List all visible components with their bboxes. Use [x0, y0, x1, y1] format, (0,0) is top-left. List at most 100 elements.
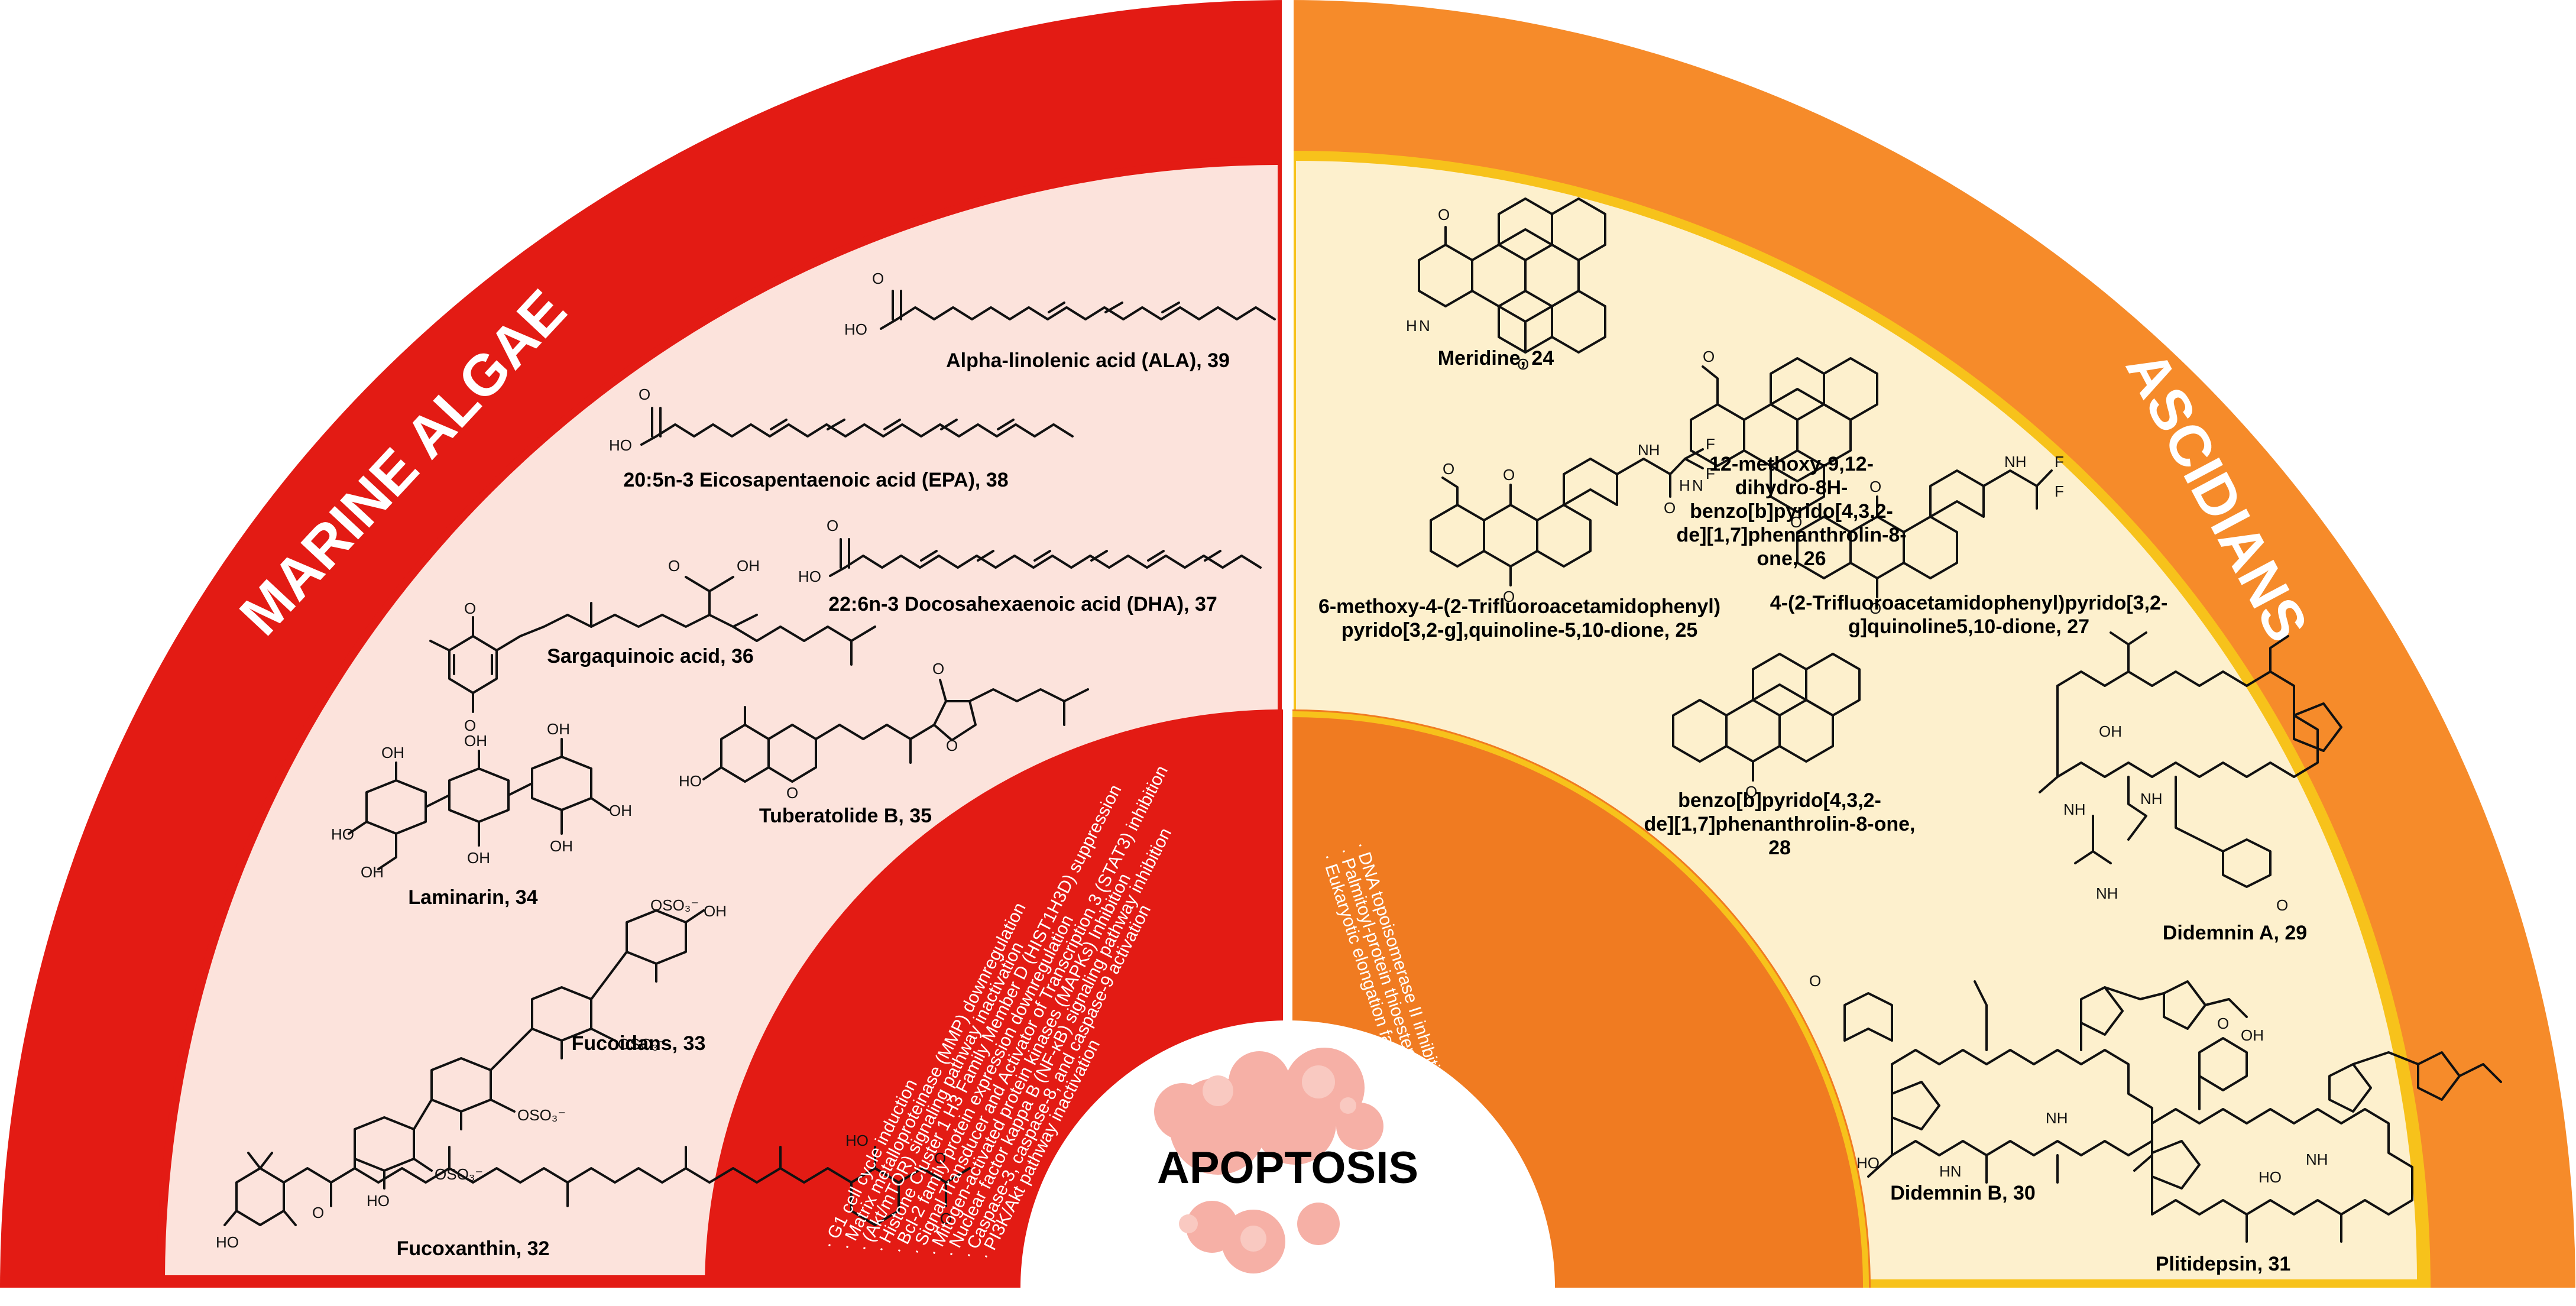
structure-compound-25: O O O NH O F F — [1430, 435, 1715, 605]
svg-text:O: O — [1443, 460, 1454, 478]
svg-text:HO: HO — [609, 436, 632, 454]
svg-text:OH: OH — [2241, 1026, 2264, 1044]
label-dha: 22:6n-3 Docosahexaenoic acid (DHA), 37 — [828, 593, 1217, 615]
svg-text:HN: HN — [1939, 1162, 1962, 1180]
svg-text:O: O — [1517, 355, 1529, 373]
structure-meridine: O H N O — [1406, 197, 1606, 373]
svg-text:OH: OH — [467, 849, 490, 867]
svg-text:OSO₃⁻: OSO₃⁻ — [517, 1106, 566, 1124]
svg-text:OH: OH — [704, 902, 727, 920]
label-fucoidans: Fucoidans, 33 — [571, 1032, 706, 1055]
label-plitidepsin: Plitidepsin, 31 — [2155, 1253, 2291, 1275]
label-tuberatolide-b: Tuberatolide B, 35 — [759, 805, 932, 827]
svg-text:O: O — [464, 717, 476, 734]
svg-text:O: O — [312, 1204, 324, 1221]
svg-text:O: O — [934, 1149, 946, 1167]
svg-text:OH: OH — [381, 744, 404, 761]
svg-text:N: N — [1692, 477, 1703, 494]
label-didemnin-b: Didemnin B, 30 — [1890, 1182, 2036, 1204]
apoptosis-title: APOPTOSIS — [1157, 1143, 1418, 1193]
label-didemnin-a: Didemnin A, 29 — [2162, 922, 2308, 944]
svg-text:HO: HO — [798, 568, 821, 585]
svg-text:F: F — [2055, 482, 2064, 500]
svg-text:NH: NH — [2096, 884, 2118, 902]
structure-didemnin-b: O HO HN OH NH — [1809, 972, 2264, 1184]
structure-didemnin-a: OH NH NH NH O — [2039, 631, 2342, 914]
svg-text:HO: HO — [216, 1233, 239, 1251]
svg-text:OH: OH — [464, 732, 487, 750]
structure-sargaquinoic-acid: O O OH O — [429, 557, 876, 734]
svg-text:O: O — [2276, 896, 2288, 914]
svg-text:OSO₃⁻: OSO₃⁻ — [618, 1035, 666, 1053]
apoptotic-cell-icon — [1154, 1048, 1383, 1273]
label-compound-27: 4-(2-Trifluoroacetamidophenyl)pyrido[3,2… — [1770, 592, 2168, 639]
svg-text:NH: NH — [2046, 1109, 2068, 1127]
svg-text:O: O — [1703, 348, 1715, 365]
label-fucoxanthin: Fucoxanthin, 32 — [396, 1237, 550, 1260]
structure-laminarin: HO OH OH OH OH OH OH OH — [331, 720, 632, 881]
svg-text:HO: HO — [679, 772, 702, 790]
svg-text:H: H — [1406, 317, 1417, 335]
label-compound-26: 12-methoxy-9,12- dihydro-8H- benzo[b]pyr… — [1676, 453, 1907, 571]
svg-text:O: O — [639, 385, 650, 403]
svg-text:O: O — [1809, 972, 1821, 990]
svg-text:O: O — [1503, 466, 1515, 484]
structure-fucoidans: OSO₃⁻ OH OSO₃⁻ OSO₃⁻ OSO₃⁻ HO — [354, 896, 727, 1210]
svg-text:HO: HO — [331, 825, 354, 843]
svg-text:NH: NH — [2063, 801, 2086, 818]
svg-text:O: O — [872, 270, 884, 287]
svg-text:F: F — [2055, 453, 2064, 471]
structure-compound-27: O O NH F F — [1796, 453, 2064, 617]
svg-text:OH: OH — [361, 863, 384, 881]
svg-text:OSO₃⁻: OSO₃⁻ — [650, 896, 699, 914]
svg-text:OH: OH — [2099, 722, 2122, 740]
svg-text:O: O — [1869, 599, 1881, 617]
svg-text:O: O — [946, 737, 958, 754]
svg-text:HO: HO — [844, 320, 867, 338]
svg-text:HO: HO — [2259, 1168, 2282, 1186]
structure-compound-26: O H N O — [1679, 348, 1878, 531]
label-epa: 20:5n-3 Eicosapentaenoic acid (EPA), 38 — [623, 469, 1009, 491]
svg-text:HO: HO — [367, 1192, 390, 1210]
svg-text:HO: HO — [845, 1132, 869, 1149]
svg-text:OH: OH — [737, 557, 760, 575]
svg-text:O: O — [2217, 1015, 2229, 1032]
svg-text:F: F — [1706, 465, 1715, 482]
svg-text:OH: OH — [550, 837, 573, 855]
label-alpha-linolenic-acid: Alpha-linolenic acid (ALA), 39 — [946, 349, 1230, 372]
svg-text:O: O — [1790, 513, 1802, 531]
svg-text:N: N — [1419, 317, 1430, 335]
structure-plitidepsin: O NH HO — [2133, 1015, 2502, 1243]
svg-text:NH: NH — [2306, 1151, 2328, 1168]
label-laminarin: Laminarin, 34 — [408, 886, 538, 909]
structure-tuberatolide-b: HO O O O — [679, 660, 1089, 802]
structure-fucoxanthin: HO O HO O O — [216, 1132, 971, 1251]
label-meridine: Meridine, 24 — [1437, 347, 1554, 370]
svg-text:NH: NH — [2004, 453, 2027, 471]
svg-text:O: O — [1503, 588, 1515, 605]
label-sargaquinoic-acid: Sargaquinoic acid, 36 — [547, 645, 754, 667]
svg-text:HO: HO — [1856, 1154, 1880, 1172]
label-compound-28: benzo[b]pyrido[4,3,2- de][1,7]phenanthro… — [1644, 789, 1916, 860]
structure-compound-28: O — [1672, 653, 1861, 801]
svg-text:O: O — [1745, 783, 1757, 801]
svg-text:O: O — [1869, 478, 1881, 495]
structure-dha: O HO — [798, 517, 1262, 585]
label-compound-25: 6-methoxy-4-(2-Trifluoroacetamidophenyl)… — [1318, 595, 1721, 642]
svg-text:OH: OH — [547, 720, 570, 738]
svg-text:NH: NH — [2140, 790, 2163, 808]
svg-text:O: O — [940, 1210, 952, 1227]
svg-text:O: O — [932, 660, 944, 678]
svg-text:O: O — [1664, 499, 1676, 517]
svg-text:O: O — [1438, 206, 1450, 223]
center-divider — [1282, 0, 1294, 1288]
svg-text:F: F — [1706, 435, 1715, 453]
svg-text:O: O — [464, 599, 476, 617]
svg-text:H: H — [1679, 477, 1690, 494]
svg-text:O: O — [827, 517, 838, 534]
svg-text:O: O — [786, 784, 798, 802]
svg-text:O: O — [668, 557, 680, 575]
svg-text:OH: OH — [609, 802, 632, 819]
